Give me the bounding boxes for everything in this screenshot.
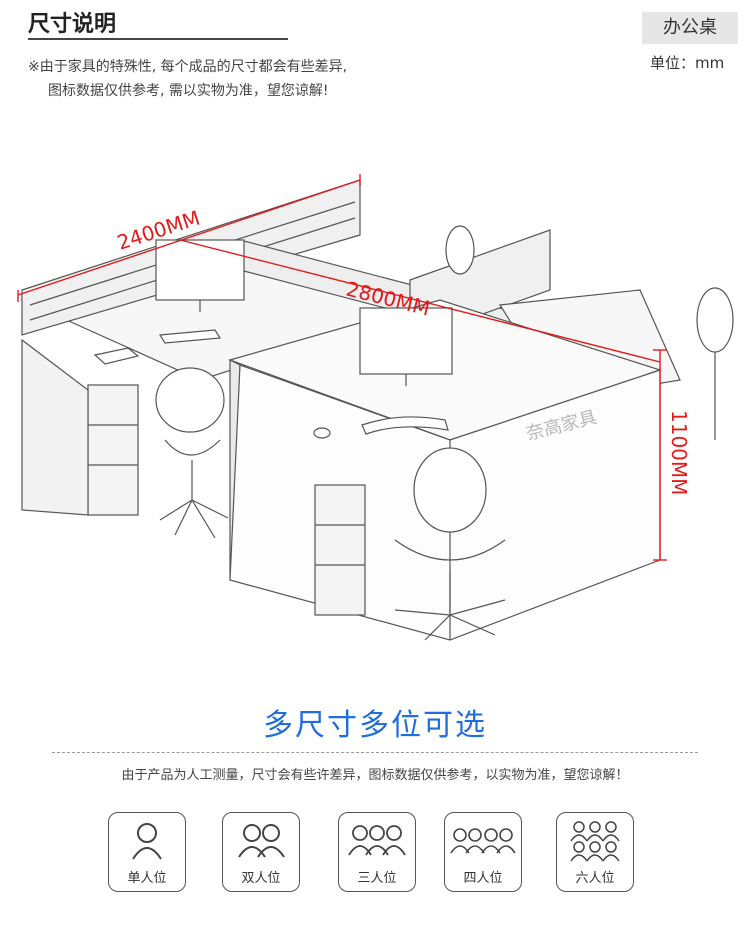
option-single: 单人位	[108, 812, 186, 892]
option-label: 双人位	[241, 871, 281, 886]
three-person-icon	[348, 825, 406, 856]
notice-text: ※由于家具的特殊性, 每个成品的尺寸都会有些差异, 图标数据仅供参考, 需以实物…	[28, 55, 347, 103]
dashed-divider	[52, 752, 698, 753]
unit-label: 单位：mm	[650, 54, 725, 72]
option-label: 单人位	[127, 871, 167, 886]
page-title: 尺寸说明	[28, 12, 117, 37]
option-triple: 三人位	[338, 812, 416, 892]
six-person-icon	[570, 821, 620, 862]
option-label: 四人位	[463, 871, 503, 886]
option-quad: 四人位	[444, 812, 522, 892]
option-six: 六人位	[556, 812, 634, 892]
option-label: 三人位	[357, 871, 397, 886]
notice-line-2: 图标数据仅供参考, 需以实物为准，望您谅解!	[48, 83, 329, 99]
two-person-icon	[238, 824, 285, 858]
product-tag: 办公桌	[642, 12, 738, 44]
seat-options: 单人位 双人位 三人位 四人位	[0, 812, 750, 892]
workstation-illustration: 2400MM 2800MM 1100MM 奈高家具	[17, 174, 734, 641]
dimension-height-label: 1100MM	[667, 410, 691, 495]
section-subtext: 由于产品为人工测量，尺寸会有些许差异，图标数据仅供参考，以实物为准，望您谅解！	[121, 768, 629, 783]
option-label: 六人位	[575, 871, 615, 886]
section-headline: 多尺寸多位可选	[263, 708, 487, 743]
single-person-icon	[132, 823, 162, 860]
four-person-icon	[450, 828, 516, 854]
title-underline	[28, 38, 288, 40]
notice-line-1: ※由于家具的特殊性, 每个成品的尺寸都会有些差异,	[28, 59, 348, 75]
option-double: 双人位	[222, 812, 300, 892]
